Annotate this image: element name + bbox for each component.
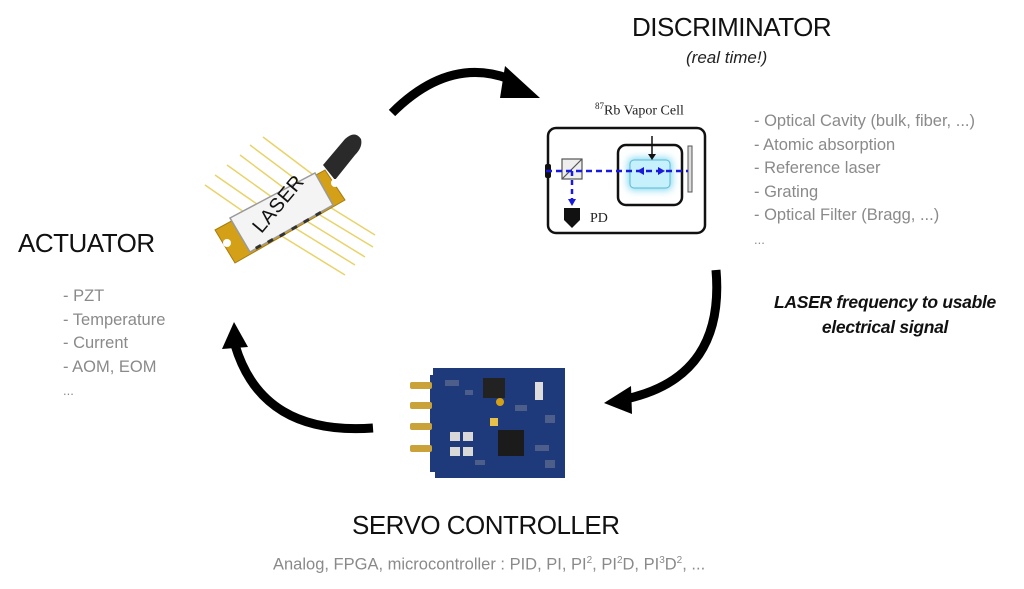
label-pointer-head [648,154,656,160]
vapor-cell [629,159,671,189]
enclosure [546,126,707,235]
arrow-shaft [230,343,374,434]
beam-arrow-left [637,167,644,175]
optical-setup-schematic [545,126,707,235]
mirror [687,145,693,193]
servo-subtitle-text: D, PI [622,555,660,574]
superscript: 2 [616,555,623,566]
isotope-superscript: 87 [595,101,604,111]
vapor-cell-label-text: Rb Vapor Cell [604,103,684,119]
sma-connectors [410,382,432,452]
mount-hole [223,239,231,247]
discriminator-note: LASER frequency to usable electrical sig… [766,290,1004,340]
arrow-head [500,66,540,98]
arrow-head [222,322,248,349]
servo-subtitle-text: , ... [682,555,706,574]
list-item: - Temperature [63,310,166,329]
actuator-options-list: - PZT - Temperature - Current - AOM, EOM… [63,285,165,403]
list-item: - AOM, EOM [63,357,157,376]
fpga-chip [498,430,524,456]
label-sticker [535,382,543,400]
arrow-head [604,386,632,414]
laser-module-illustration [204,134,376,276]
arrow-shaft [388,68,514,117]
cell-housing [616,143,684,207]
discriminator-options-list: - Optical Cavity (bulk, fiber, ...) - At… [754,110,975,251]
beam-arrow-right [658,167,665,175]
superscript: 2 [676,555,683,566]
superscript: 3 [659,555,665,566]
arrow-shaft [628,269,722,403]
vapor-cell-diagram: 87Rb Vapor Cell PD [540,98,720,243]
photodiode-icon [564,208,580,228]
discriminator-title: DISCRIMINATOR [632,12,832,42]
pcb-illustration [410,368,565,478]
servo-subtitle-text: D [664,555,677,574]
list-item: - Optical Cavity (bulk, fiber, ...) [754,112,975,130]
detector-beam-arrow [568,199,576,206]
splitter-diagonal [561,158,583,180]
servo-subtitle-text: Analog, FPGA, microcontroller : PID, PI,… [273,555,587,574]
test-point [496,398,504,406]
laser-module-image: LASER [195,125,376,276]
servo-subtitle-text: , PI [592,555,617,574]
vapor-cell-label: 87Rb Vapor Cell [595,101,684,120]
laser-housing [228,171,335,254]
superscript: 2 [586,555,593,566]
laser-leads [255,211,322,250]
relays [450,432,473,456]
actuator-title: ACTUATOR [18,228,155,258]
smd-components [445,380,555,468]
servo-title: SERVO CONTROLLER [352,510,620,540]
list-item: - Atomic absorption [754,135,896,154]
mount-hole [331,179,339,187]
list-item: - Reference laser [754,159,881,177]
list-item: - Current [63,334,129,352]
discriminator-subtitle: (real time!) [686,48,768,67]
component [490,418,498,426]
list-item: ... [63,383,74,398]
fiber-pigtail [323,134,362,180]
photodiode-label: PD [590,211,608,226]
list-item: ... [754,231,765,247]
servo-board-image [405,360,585,485]
note-line-1: LASER frequency to usable [774,292,996,312]
list-item: - Grating [754,182,819,201]
servo-subtitle: Analog, FPGA, microcontroller : PID, PI,… [273,555,705,575]
list-item: - PZT [63,287,105,305]
list-item: - Optical Filter (Bragg, ...) [754,206,940,224]
note-line-2: electrical signal [821,317,949,337]
chip [483,378,505,398]
